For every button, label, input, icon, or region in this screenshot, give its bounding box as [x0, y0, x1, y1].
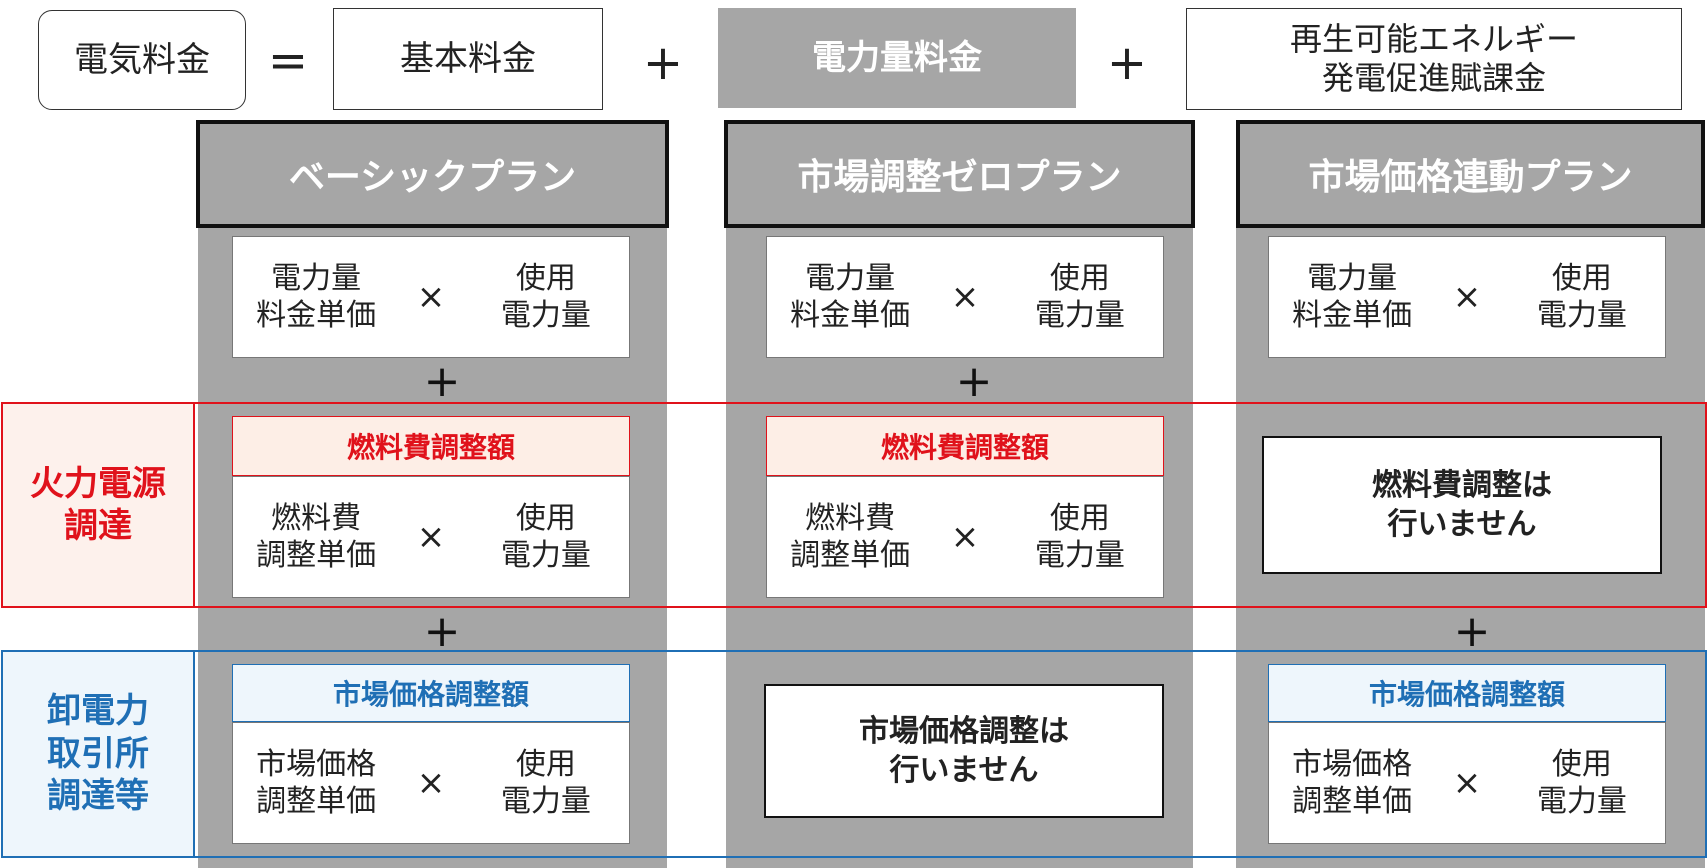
market-adjust-title-basic: 市場価格調整額 [232, 664, 630, 722]
plan-name: ベーシックプラン [288, 157, 577, 198]
plan-name: 市場調整ゼロプラン [797, 157, 1122, 198]
thermal-side-label: 火力電源 調達 [3, 404, 195, 606]
plus-sign: + [423, 355, 461, 407]
fuel-no-adjust-text: 燃料費調整は 行いません [1372, 468, 1552, 542]
energy-calc-zero: 電力量 料金単価 × 使用 電力量 [766, 236, 1164, 358]
usage-amount: 使用 電力量 [1536, 260, 1627, 334]
energy-fee-label: 電力量料金 [812, 37, 982, 78]
electricity-fee-box: 電気料金 [38, 10, 246, 110]
wholesale-band [1, 650, 1707, 858]
usage-amount: 使用 電力量 [500, 260, 591, 334]
thermal-label-text: 火力電源 調達 [30, 463, 166, 547]
energy-fee-box: 電力量料金 [718, 8, 1076, 108]
renewable-levy-label: 再生可能エネルギー 発電促進賦課金 [1289, 19, 1578, 97]
fuel-calc-zero: 燃料費 調整単価 × 使用 電力量 [766, 476, 1164, 598]
formula-plus-1: + [642, 35, 684, 91]
energy-unit-price: 電力量 料金単価 [1292, 260, 1413, 334]
plan-header-linked: 市場価格連動プラン [1236, 120, 1705, 228]
formula-plus-2: + [1106, 35, 1148, 91]
market-adjust-title: 市場価格調整額 [332, 678, 529, 711]
market-calc-basic: 市場価格 調整単価 × 使用 電力量 [232, 722, 630, 844]
wholesale-side-label: 卸電力 取引所 調達等 [3, 652, 195, 856]
fuel-adjust-title-zero: 燃料費調整額 [766, 416, 1164, 476]
market-adjust-title-linked: 市場価格調整額 [1268, 664, 1666, 722]
multiply-sign: × [416, 276, 446, 317]
fuel-unit-price: 燃料費 調整単価 [256, 500, 377, 574]
plan-name: 市場価格連動プラン [1308, 157, 1633, 198]
fuel-no-adjust-linked: 燃料費調整は 行いません [1262, 436, 1662, 574]
multiply-sign: × [1452, 762, 1482, 803]
energy-calc-linked: 電力量 料金単価 × 使用 電力量 [1268, 236, 1666, 358]
thermal-band [1, 402, 1707, 608]
fuel-calc-basic: 燃料費 調整単価 × 使用 電力量 [232, 476, 630, 598]
multiply-sign: × [950, 276, 980, 317]
equals-sign: = [267, 33, 309, 89]
multiply-sign: × [950, 516, 980, 557]
multiply-sign: × [416, 516, 446, 557]
usage-amount: 使用 電力量 [1034, 260, 1125, 334]
electricity-fee-label: 電気料金 [74, 39, 210, 80]
market-no-adjust-zero: 市場価格調整は 行いません [764, 684, 1164, 818]
usage-amount: 使用 電力量 [1536, 746, 1627, 820]
basic-fee-box: 基本料金 [333, 8, 603, 110]
market-no-adjust-text: 市場価格調整は 行いません [859, 714, 1069, 788]
energy-unit-price: 電力量 料金単価 [256, 260, 377, 334]
usage-amount: 使用 電力量 [500, 500, 591, 574]
usage-amount: 使用 電力量 [500, 746, 591, 820]
basic-fee-label: 基本料金 [400, 38, 536, 79]
fuel-unit-price: 燃料費 調整単価 [790, 500, 911, 574]
plus-sign: + [1453, 605, 1491, 657]
market-adjust-title: 市場価格調整額 [1368, 678, 1565, 711]
energy-calc-basic: 電力量 料金単価 × 使用 電力量 [232, 236, 630, 358]
fuel-adjust-title-basic: 燃料費調整額 [232, 416, 630, 476]
market-unit-price: 市場価格 調整単価 [256, 746, 377, 820]
energy-unit-price: 電力量 料金単価 [790, 260, 911, 334]
fuel-adjust-title: 燃料費調整額 [880, 431, 1049, 464]
market-calc-linked: 市場価格 調整単価 × 使用 電力量 [1268, 722, 1666, 844]
multiply-sign: × [1452, 276, 1482, 317]
usage-amount: 使用 電力量 [1034, 500, 1125, 574]
fuel-adjust-title: 燃料費調整額 [346, 431, 515, 464]
market-unit-price: 市場価格 調整単価 [1292, 746, 1413, 820]
multiply-sign: × [416, 762, 446, 803]
wholesale-label-text: 卸電力 取引所 調達等 [47, 691, 149, 817]
renewable-levy-box: 再生可能エネルギー 発電促進賦課金 [1186, 8, 1682, 110]
plus-sign: + [423, 605, 461, 657]
plus-sign: + [955, 355, 993, 407]
plan-header-zero: 市場調整ゼロプラン [724, 120, 1195, 228]
plan-header-basic: ベーシックプラン [196, 120, 669, 228]
